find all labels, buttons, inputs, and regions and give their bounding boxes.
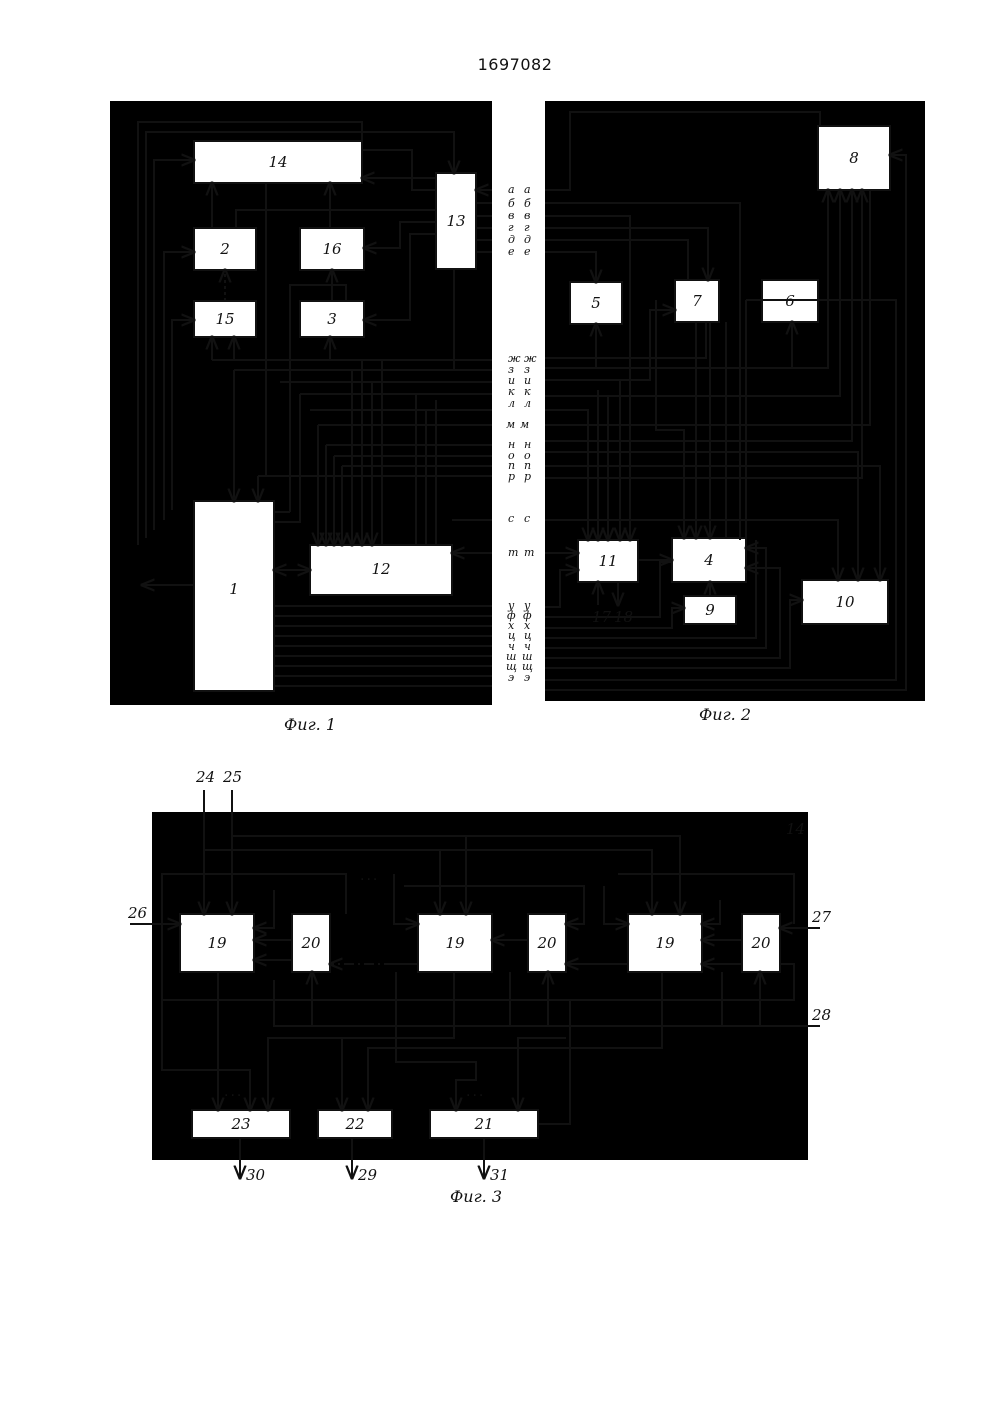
block-14-label: 14 bbox=[268, 153, 287, 171]
block-11-label: 11 bbox=[598, 552, 617, 570]
block-19-b-label: 19 bbox=[445, 934, 465, 952]
block-3-label: 3 bbox=[327, 310, 337, 328]
caption-fig3: Фиг. 3 bbox=[450, 1187, 502, 1206]
terminal-27: 27 bbox=[811, 908, 832, 926]
signal-r-left: р bbox=[508, 470, 515, 483]
block-2-label: 2 bbox=[219, 240, 230, 258]
signal-a-right: а bbox=[524, 183, 531, 196]
signal-s-left: с bbox=[508, 512, 514, 525]
block-8-label: 8 bbox=[849, 149, 859, 167]
block-21-label: 21 bbox=[473, 1115, 493, 1133]
figure-3: 14 19 20 19 20 19 20 23 22 21 bbox=[127, 768, 832, 1206]
terminal-26: 26 bbox=[127, 904, 148, 922]
block-23-label: 23 bbox=[230, 1115, 250, 1133]
block-16-label: 16 bbox=[322, 240, 342, 258]
ellipsis-top: ... bbox=[360, 868, 379, 884]
signal-t-right: т bbox=[524, 546, 534, 559]
block-1-label: 1 bbox=[229, 580, 239, 598]
signal-e-left: е bbox=[508, 245, 515, 258]
block-7-label: 7 bbox=[692, 292, 702, 310]
terminal-31: 31 bbox=[490, 1166, 509, 1184]
block-10-label: 10 bbox=[835, 593, 855, 611]
ellipsis-23: ... bbox=[224, 1084, 243, 1100]
document-number: 1697082 bbox=[478, 55, 553, 74]
signal-m-right: м bbox=[520, 418, 529, 431]
block-4-label: 4 bbox=[703, 551, 714, 569]
signal-r-right: р bbox=[524, 470, 531, 483]
terminal-30: 30 bbox=[246, 1166, 266, 1184]
block-12-label: 12 bbox=[371, 560, 390, 578]
signal-a-left: а bbox=[508, 183, 515, 196]
signal-t-left: т bbox=[508, 546, 518, 559]
terminal-17: 17 bbox=[592, 608, 612, 626]
ellipsis-21: ... bbox=[466, 1084, 485, 1100]
block-9-label: 9 bbox=[705, 601, 715, 619]
signal-l-right: л bbox=[524, 397, 531, 410]
block-5-label: 5 bbox=[591, 294, 601, 312]
signal-m-left: м bbox=[506, 418, 515, 431]
fig3-frame-label: 14 bbox=[786, 820, 805, 838]
block-13-label: 13 bbox=[446, 212, 465, 230]
signal-e2-right: э bbox=[524, 671, 530, 684]
block-19-c-label: 19 bbox=[655, 934, 675, 952]
signal-e-right: е bbox=[524, 245, 531, 258]
signal-s-right: с bbox=[524, 512, 530, 525]
block-20-c-label: 20 bbox=[750, 934, 771, 952]
terminal-24: 24 bbox=[195, 768, 215, 786]
signal-e2-left: э bbox=[508, 671, 514, 684]
signal-labels: а а б б в в г г д д е е ж ж з з и и к к … bbox=[506, 183, 537, 684]
block-20-a-label: 20 bbox=[300, 934, 321, 952]
block-22-label: 22 bbox=[344, 1115, 364, 1133]
terminal-29: 29 bbox=[357, 1166, 378, 1184]
terminal-18: 18 bbox=[614, 608, 633, 626]
terminal-28: 28 bbox=[811, 1006, 831, 1024]
caption-fig1: Фиг. 1 bbox=[284, 715, 336, 734]
block-19-a-label: 19 bbox=[207, 934, 227, 952]
block-15-label: 15 bbox=[215, 310, 234, 328]
caption-fig2: Фиг. 2 bbox=[699, 705, 751, 724]
figure-1: 14 13 2 16 15 3 1 12 bbox=[110, 101, 492, 734]
terminal-25: 25 bbox=[222, 768, 242, 786]
block-20-b-label: 20 bbox=[536, 934, 557, 952]
figure-2: 8 5 7 6 11 4 9 10 bbox=[545, 101, 925, 724]
signal-l-left: л bbox=[508, 397, 515, 410]
